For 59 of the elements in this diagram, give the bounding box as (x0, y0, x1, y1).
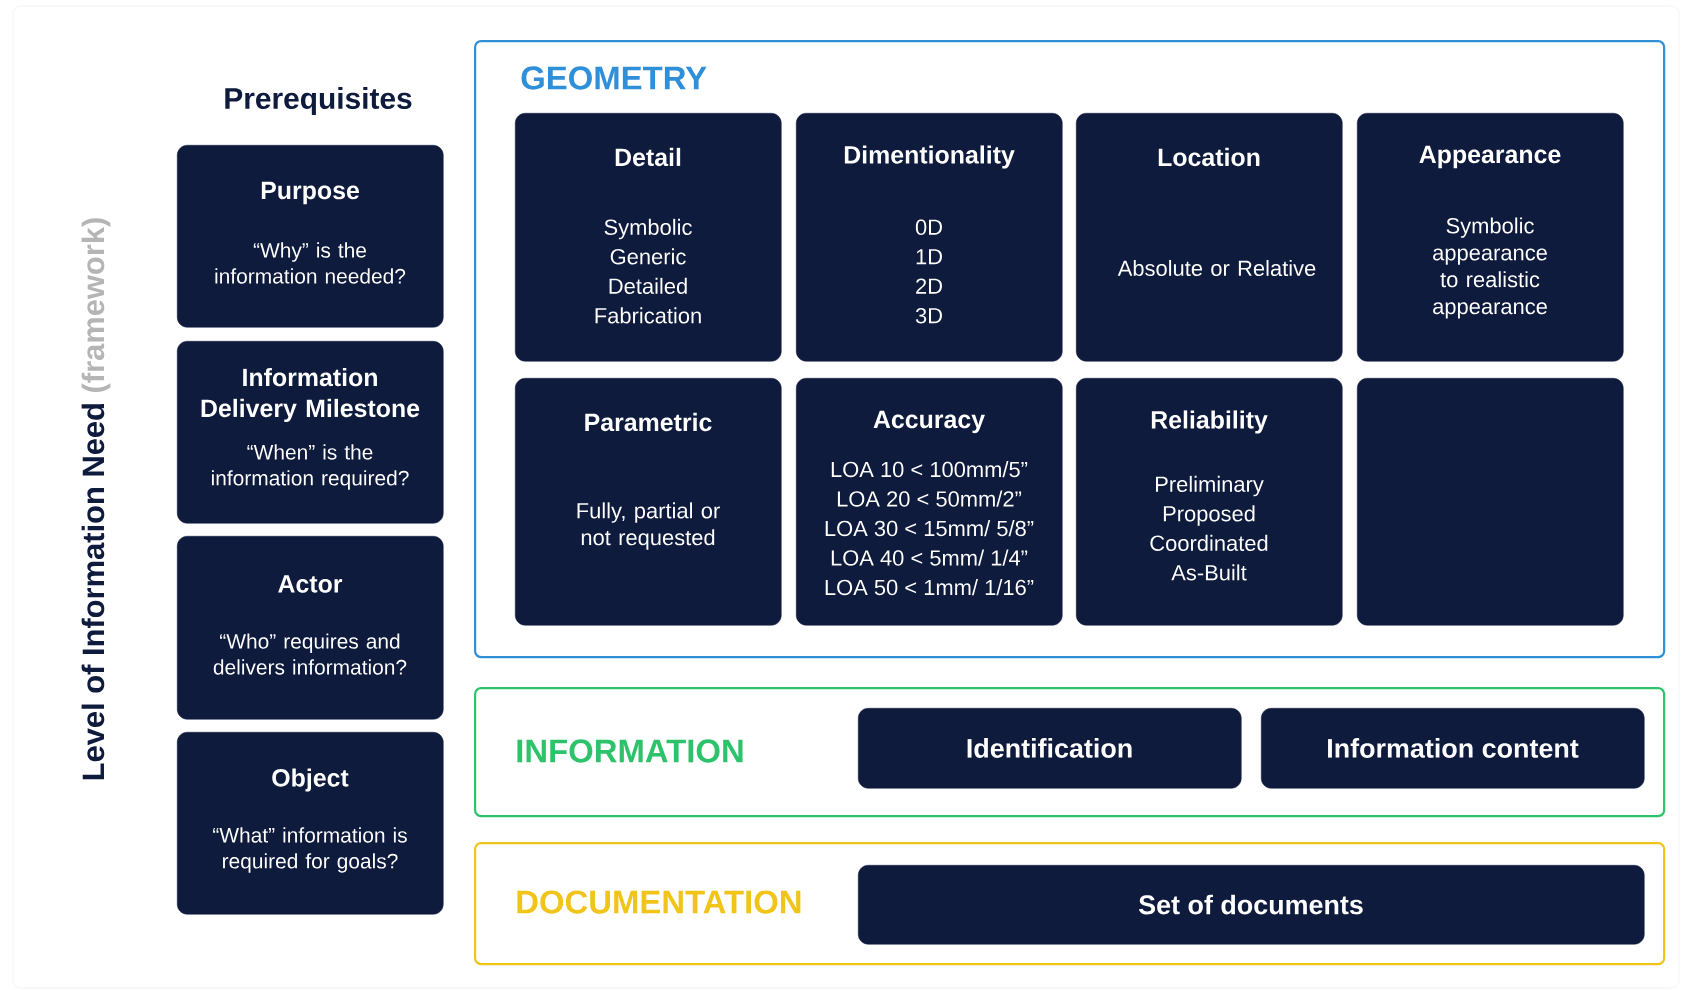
list-item: 2D (916, 278, 942, 294)
description-text: Symbolic appearance to realistic appearance (1433, 217, 1547, 319)
box-heading: Parametric (585, 412, 712, 432)
list-item: Generic (610, 248, 686, 265)
list-item: As-Built (1171, 564, 1247, 581)
section-title: INFORMATION (517, 739, 743, 763)
question-text: “Who” requires and delivers information? (213, 633, 407, 675)
list-item: 1D (916, 249, 942, 265)
list-item: 0D (915, 219, 942, 235)
box-label: Identification (967, 738, 1132, 758)
list-item: LOA 50 < 1mm/ 1/16” (825, 579, 1034, 596)
geometry-box (515, 113, 782, 362)
geometry-box (1076, 378, 1343, 626)
geometry-box (796, 378, 1063, 626)
prerequisite-box (177, 145, 444, 328)
box-heading: Actor (278, 575, 343, 593)
list-item: LOA 10 < 100mm/5” (831, 461, 1028, 478)
list-item: LOA 20 < 50mm/2” (837, 490, 1022, 507)
section-title: DOCUMENTATION (517, 890, 801, 914)
list-item: LOA 40 < 5mm/ 1/4” (831, 549, 1028, 566)
column-heading: Prerequisites (225, 87, 412, 115)
box-heading: Detail (615, 147, 681, 167)
box-heading: Information Delivery Milestone (201, 367, 420, 423)
geometry-box (796, 113, 1063, 362)
question-text: “When” is the information required? (212, 444, 409, 490)
vertical-title: Level of Information Need (81, 404, 105, 780)
list-item: Proposed (1163, 505, 1255, 526)
list-item: Coordinated (1150, 534, 1268, 551)
prerequisite-box (177, 341, 444, 524)
prerequisite-box (177, 732, 444, 915)
list-item: Symbolic (604, 218, 692, 240)
box-heading: Appearance (1419, 145, 1561, 169)
box-heading: Accuracy (873, 410, 985, 434)
list-item: Preliminary (1156, 475, 1264, 497)
box-heading: Dimentionality (844, 145, 1015, 169)
box-heading: Object (272, 768, 349, 792)
list-item: 3D (915, 307, 942, 324)
section-title: GEOMETRY (521, 66, 707, 90)
question-text: “Why” is the information needed? (215, 242, 406, 284)
box-label: Set of documents (1138, 894, 1363, 915)
question-text: “What” information is required for goals? (213, 827, 407, 873)
list-item: Fabrication (595, 307, 701, 324)
description-text: Absolute or Relative (1117, 259, 1316, 277)
box-label: Information content (1328, 738, 1579, 758)
box-heading: Reliability (1151, 410, 1268, 434)
box-heading: Purpose (261, 181, 359, 205)
list-item: Detailed (609, 277, 687, 294)
geometry-box (515, 378, 782, 626)
geometry-box (1357, 113, 1624, 362)
information-box (1261, 708, 1645, 789)
information-box (858, 865, 1645, 945)
prerequisite-box (177, 536, 444, 720)
vertical-subtitle: (framework) (81, 218, 111, 392)
list-item: LOA 30 < 15mm/ 5/8” (825, 520, 1034, 537)
information-box (858, 708, 1242, 789)
box-heading: Location (1158, 147, 1260, 167)
geometry-box (1076, 113, 1343, 362)
empty-box (1357, 378, 1624, 626)
description-text: Fully, partial or not requested (577, 502, 720, 550)
